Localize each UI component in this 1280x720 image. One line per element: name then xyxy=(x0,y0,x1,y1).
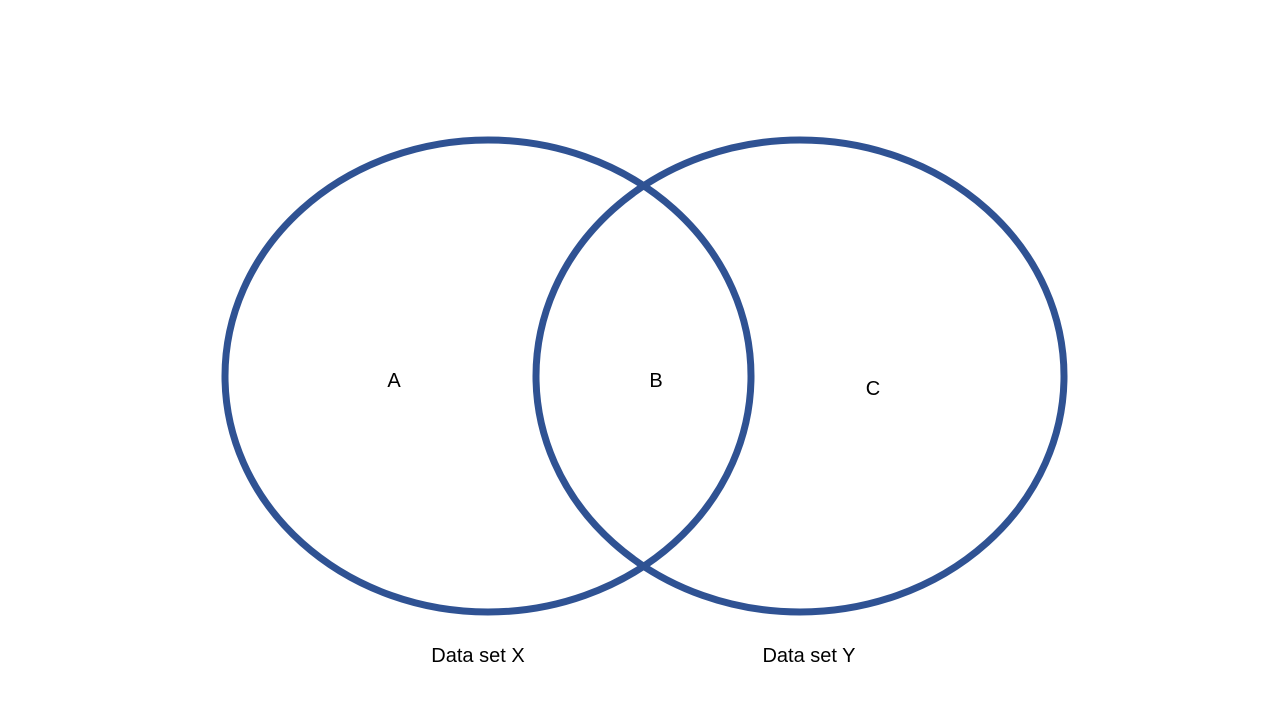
region-c-label: C xyxy=(866,378,880,400)
set-x-caption: Data set X xyxy=(431,645,524,667)
region-a-label: A xyxy=(387,370,401,392)
set-x-circle xyxy=(221,136,755,616)
region-b-label: B xyxy=(649,370,662,392)
set-y-circle xyxy=(532,136,1068,616)
set-y-caption: Data set Y xyxy=(762,645,855,667)
